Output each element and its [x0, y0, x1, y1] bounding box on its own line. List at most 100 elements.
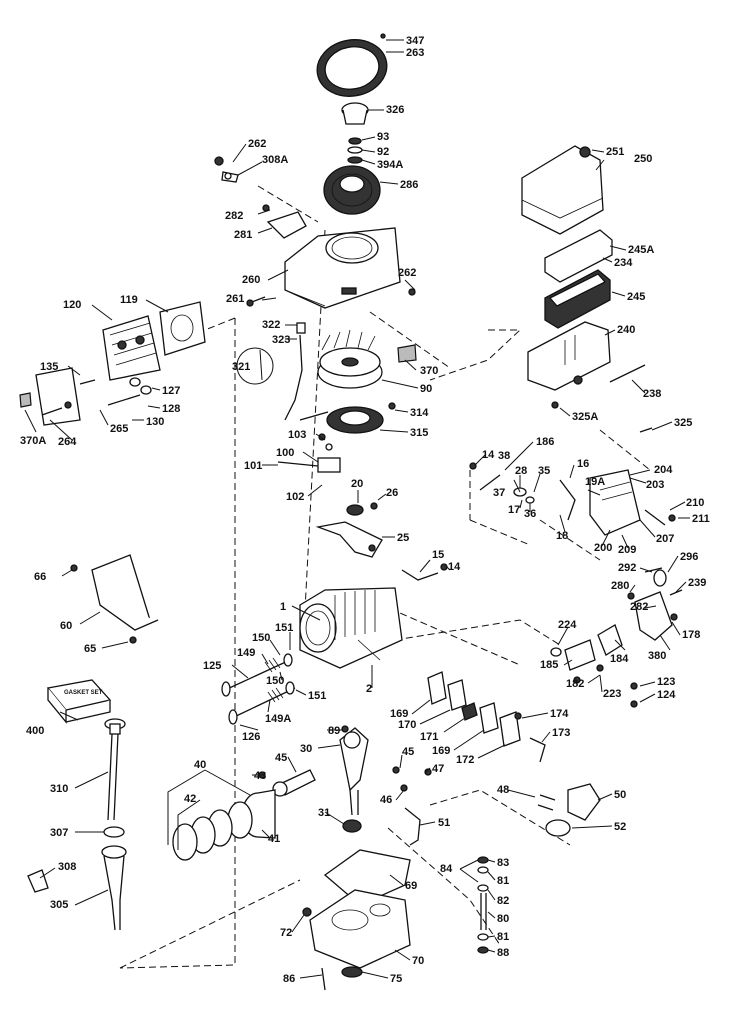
part-45-connecting-rod [272, 769, 316, 797]
part-15-rod [401, 569, 439, 581]
part-label: 149 [237, 647, 255, 659]
part-label: 169 [390, 708, 408, 720]
part-label: 14 [448, 561, 461, 573]
part-60-bracket [70, 554, 159, 644]
part-label: 150 [252, 632, 270, 644]
part-label: 46 [380, 794, 392, 806]
part-label: 282 [225, 210, 243, 222]
part-label: 69 [405, 880, 417, 892]
gasket-set-text: GASKET SET [64, 690, 103, 696]
part-1-cylinder-block [299, 587, 403, 669]
part-label: 370 [420, 365, 438, 377]
part-label: 20 [351, 478, 363, 490]
part-184-gasket [550, 624, 623, 671]
part-label: 394A [377, 159, 403, 171]
part-label: 28 [515, 465, 527, 477]
part-label: 308A [262, 154, 288, 166]
part-label: 19A [585, 476, 605, 488]
part-label: 173 [552, 727, 570, 739]
part-label: 45 [402, 746, 414, 758]
part-label: 170 [398, 719, 416, 731]
part-label: 38 [498, 450, 510, 462]
part-label: 286 [400, 179, 418, 191]
part-245-filter [544, 269, 611, 329]
part-label: 37 [493, 487, 505, 499]
part-label: 150 [266, 675, 284, 687]
part-label: 185 [540, 659, 558, 671]
part-label: 14 [482, 449, 495, 461]
part-label: 43 [254, 770, 266, 782]
part-label: 83 [497, 857, 509, 869]
part-label: 88 [497, 947, 509, 959]
part-label: 25 [397, 532, 409, 544]
part-label: 307 [50, 827, 68, 839]
part-label: 50 [614, 789, 626, 801]
part-label: 18 [556, 530, 568, 542]
part-label: 86 [283, 973, 295, 985]
part-label: 174 [550, 708, 569, 720]
part-label: 82 [497, 895, 509, 907]
part-label: 102 [286, 491, 304, 503]
part-label: 92 [377, 146, 389, 158]
part-label: 151 [275, 622, 293, 634]
part-label: 128 [162, 403, 180, 415]
part-label: 80 [497, 913, 509, 925]
part-label: 325 [674, 417, 692, 429]
part-label: 31 [318, 807, 330, 819]
part-label: 81 [497, 875, 509, 887]
part-240-base [527, 321, 611, 391]
part-label: 326 [386, 104, 404, 116]
part-label: 210 [686, 497, 704, 509]
part-41-piston [172, 789, 276, 861]
part-label: 245A [628, 244, 654, 256]
part-238-rod [551, 364, 653, 433]
part-307-oring [103, 826, 125, 838]
part-label: 149A [265, 713, 291, 725]
part-label: 70 [412, 955, 424, 967]
part-135-baffle [19, 367, 81, 426]
part-label: 263 [406, 47, 424, 59]
part-label: 26 [386, 487, 398, 499]
part-20-cap [346, 504, 364, 516]
part-label: 65 [84, 643, 96, 655]
part-400-gasket-set: GASKET SET [46, 679, 112, 724]
part-label: 84 [440, 863, 453, 875]
part-label: 310 [50, 783, 68, 795]
part-label: 400 [26, 725, 44, 737]
part-203-carb-bracket [469, 462, 666, 536]
part-label: 47 [432, 763, 444, 775]
part-label: 124 [657, 689, 676, 701]
part-label: 119 [120, 294, 138, 306]
part-286-screen [323, 165, 381, 215]
part-label: 90 [420, 383, 432, 395]
part-label: 171 [420, 731, 438, 743]
part-label: 40 [194, 759, 206, 771]
part-380-carburetor [634, 567, 683, 641]
part-label: 262 [398, 267, 416, 279]
part-label: 370A [20, 435, 46, 447]
part-100-solenoid [277, 443, 341, 473]
part-label: 89 [328, 725, 340, 737]
part-80-shaft [477, 856, 489, 954]
part-305-tube [101, 845, 127, 931]
part-label: 125 [203, 660, 221, 672]
part-260-blower-housing [284, 227, 401, 309]
part-label: 75 [390, 973, 402, 985]
part-number-labels: 347 263 326 93 92 394A 286 262 308A 282 … [20, 35, 710, 985]
part-263-ring [316, 39, 388, 97]
part-120-cylinder-head [102, 315, 161, 381]
part-50-governor [537, 783, 601, 837]
part-label: 305 [50, 899, 68, 911]
part-label: 321 [232, 361, 250, 373]
part-label: 203 [646, 479, 664, 491]
part-label: 209 [618, 544, 636, 556]
part-label: 126 [242, 731, 260, 743]
part-322-ignition-lead [236, 322, 306, 421]
part-245A-prefilter [544, 229, 613, 283]
part-250-cover [521, 145, 604, 235]
part-label: 130 [146, 416, 164, 428]
part-label: 251 [606, 146, 624, 158]
part-label: 280 [611, 580, 629, 592]
part-label: 240 [617, 324, 635, 336]
